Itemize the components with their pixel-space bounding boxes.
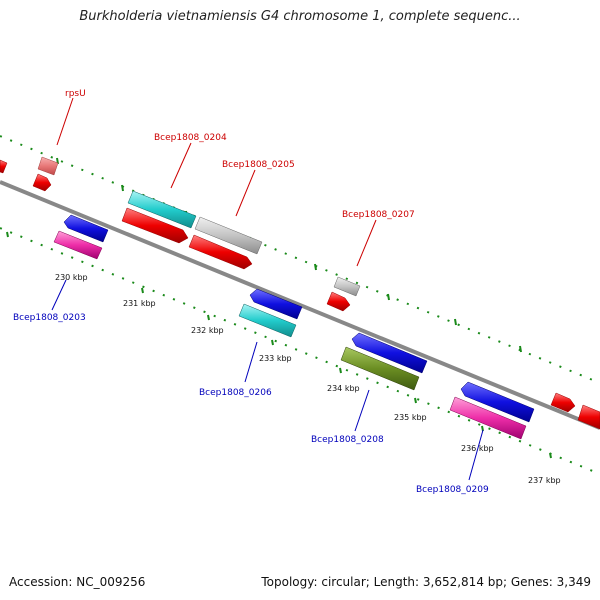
scale-label-231: 231 kbp [123, 299, 156, 308]
scale-label-234: 234 kbp [327, 384, 360, 393]
gene-forward-edge-left[interactable] [0, 159, 8, 174]
gene-bcep1808-0203-magenta[interactable] [53, 230, 103, 260]
gene-bcep1808-0204-red[interactable] [121, 207, 189, 244]
scale-label-233: 233 kbp [259, 354, 292, 363]
gene-label-rpsU[interactable]: rpsU [65, 89, 86, 99]
gene-forward-arrow-a[interactable] [32, 173, 52, 192]
accession-text: Accession: NC_009256 [9, 575, 146, 589]
map-title: Burkholderia vietnamiensis G4 chromosome… [79, 9, 521, 24]
gene-label-bcep1808-0204[interactable]: Bcep1808_0204 [154, 133, 227, 143]
inner-tick-track [0, 227, 600, 475]
summary-text: Topology: circular; Length: 3,652,814 bp… [261, 575, 591, 589]
gene-forward-arrow-d[interactable] [577, 404, 600, 430]
label-leader-lines-forward [56, 97, 377, 267]
gene-bcep1808-0207-gray[interactable] [333, 276, 361, 297]
backbone-line [0, 180, 600, 430]
gene-bcep1808-0208-blue[interactable] [351, 332, 428, 374]
scale-label-235: 235 kbp [394, 413, 427, 422]
gene-label-bcep1808-0206[interactable]: Bcep1808_0206 [199, 388, 272, 398]
gene-bcep1808-0206-cyan[interactable] [238, 303, 297, 338]
label-leader-lines-reverse [51, 279, 484, 481]
gene-label-bcep1808-0209[interactable]: Bcep1808_0209 [416, 485, 489, 495]
gene-label-bcep1808-0207[interactable]: Bcep1808_0207 [342, 210, 415, 220]
gene-label-bcep1808-0203[interactable]: Bcep1808_0203 [13, 313, 86, 323]
outer-tick-track [0, 135, 600, 384]
scale-label-230: 230 kbp [55, 273, 88, 282]
inner-major-ticks [6, 231, 552, 459]
gene-bcep1808-0205-red[interactable] [188, 234, 253, 270]
gene-bcep1808-0206-blue[interactable] [249, 288, 303, 320]
gene-bcep1808-0205-gray[interactable] [194, 216, 263, 255]
gene-rpsU-small[interactable] [37, 156, 59, 176]
gene-bcep1808-0203-blue[interactable] [63, 214, 109, 243]
scale-label-232: 232 kbp [191, 326, 224, 335]
gene-bcep1808-0209-blue[interactable] [460, 381, 535, 423]
gene-bcep1808-0209-magenta[interactable] [449, 396, 527, 440]
gene-forward-arrow-b[interactable] [326, 291, 351, 312]
gene-label-bcep1808-0208[interactable]: Bcep1808_0208 [311, 435, 384, 445]
scale-label-237: 237 kbp [528, 476, 561, 485]
gene-bcep1808-0208-olive[interactable] [340, 346, 420, 391]
gene-bcep1808-0204-cyan[interactable] [127, 190, 197, 229]
gene-forward-arrow-c[interactable] [550, 392, 576, 413]
gene-label-bcep1808-0205[interactable]: Bcep1808_0205 [222, 160, 295, 170]
